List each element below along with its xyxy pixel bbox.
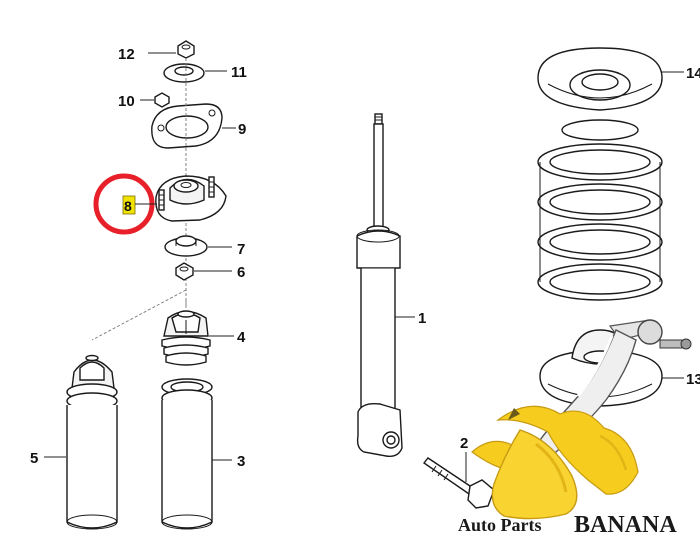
label-3: 3 (237, 453, 245, 470)
label-7: 7 (237, 241, 245, 258)
label-10: 10 (118, 93, 135, 110)
label-4: 4 (237, 329, 246, 346)
label-5: 5 (30, 450, 38, 467)
part-8-strut-mount (155, 175, 227, 222)
part-5-protective-tube (66, 354, 118, 530)
label-1: 1 (418, 310, 426, 327)
watermark-text: Auto Parts BANANA (458, 512, 677, 538)
part-11-washer (163, 63, 205, 83)
part-9-plate (151, 103, 223, 149)
label-12: 12 (118, 46, 135, 63)
label-2: 2 (460, 435, 468, 452)
coil-spring (537, 119, 663, 301)
part-12-nut (177, 40, 195, 59)
label-14: 14 (686, 65, 700, 82)
watermark-small-text: Auto Parts (458, 515, 542, 535)
banana-logo-icon (471, 405, 639, 520)
part-14-upper-spring-seat (537, 47, 663, 111)
part-4-bump-stop (161, 310, 211, 366)
label-9: 9 (238, 121, 246, 138)
part-3-dust-boot (161, 378, 213, 530)
label-8: 8 (124, 198, 132, 214)
part-2-bolt (422, 457, 495, 509)
part-7-washer (164, 235, 208, 257)
label-11: 11 (231, 64, 247, 81)
axis-line-to-5 (91, 289, 187, 341)
label-13: 13 (686, 371, 700, 388)
label-6: 6 (237, 264, 245, 281)
part-6-nut (175, 262, 194, 281)
part-10-small-nut (154, 92, 170, 108)
watermark-big-text: BANANA (574, 512, 677, 538)
label-8-box (122, 195, 136, 215)
part-1-shock-absorber (356, 113, 403, 458)
